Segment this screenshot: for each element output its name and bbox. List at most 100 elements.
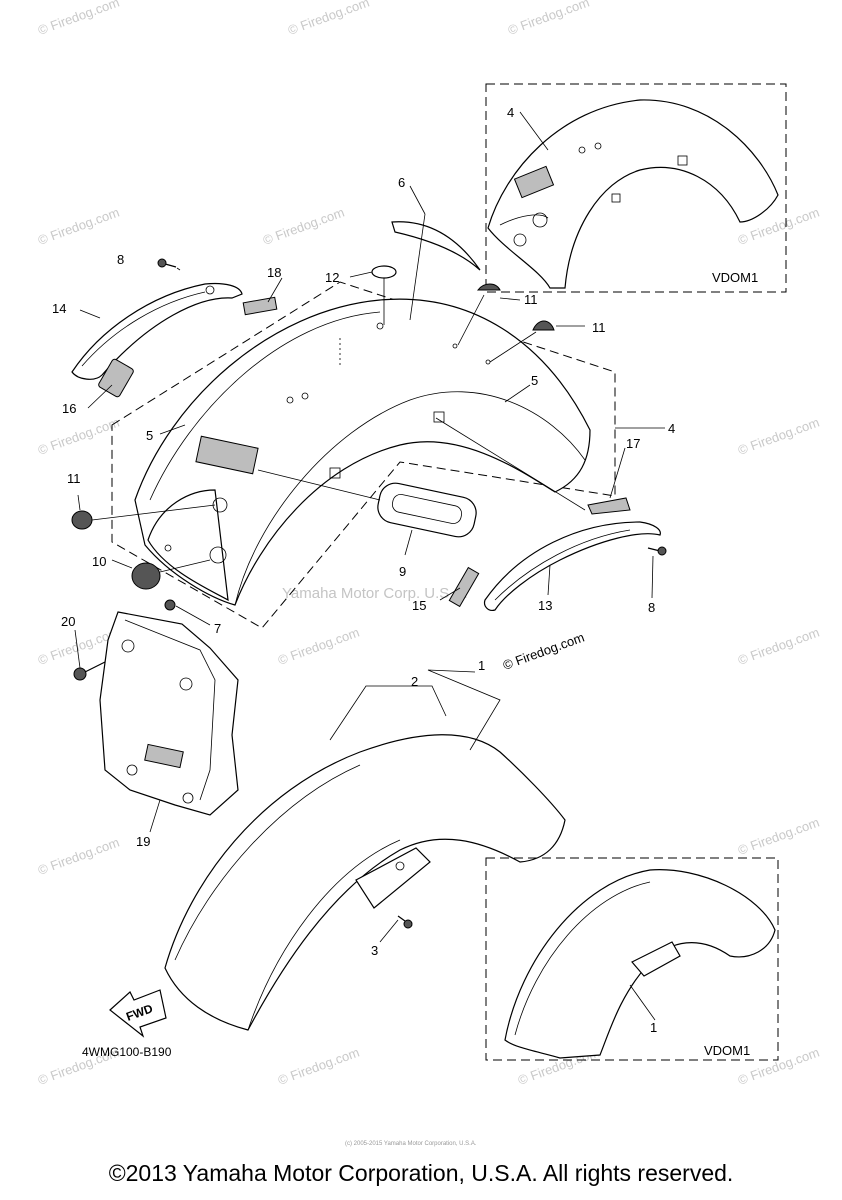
emblem-6: [391, 221, 481, 271]
callout-10: 10: [92, 554, 106, 569]
fwd-arrow: FWD: [109, 989, 167, 1038]
watermark: © Firedog.com: [36, 0, 121, 38]
bracket-hole: [395, 861, 405, 871]
side-rail-assembly: [71, 258, 278, 398]
rear-bracket-19: [99, 611, 239, 816]
callout-20: 20: [61, 614, 75, 629]
callout-leader: [79, 309, 101, 319]
fender-hole: [209, 546, 227, 564]
callout-18: 18: [267, 265, 281, 280]
callout-16: 16: [62, 401, 76, 416]
callout-leader: [159, 424, 186, 435]
rail-hole: [205, 285, 215, 295]
callout-19: 19: [136, 834, 150, 849]
watermark: © Firedog.com: [261, 204, 346, 247]
callout-leader: [87, 384, 113, 409]
watermark: © Firedog.com: [276, 624, 361, 667]
watermark: © Firedog.com: [736, 624, 821, 667]
callout-14: 14: [52, 301, 66, 316]
callout-leader: [176, 267, 181, 271]
copyright-footer: ©2013 Yamaha Motor Corporation, U.S.A. A…: [108, 1160, 734, 1186]
inset-box-front: [485, 857, 779, 1061]
callout-leader: [74, 629, 81, 669]
callout-4: 4: [507, 105, 514, 120]
callout-leader: [149, 799, 161, 833]
callout-5: 5: [146, 428, 153, 443]
callout-6: 6: [398, 175, 405, 190]
callout-8: 8: [117, 252, 124, 267]
fender-hole: [164, 544, 172, 552]
callout-2: 2: [411, 674, 418, 689]
watermark: © Firedog.com: [276, 1044, 361, 1087]
callout-13: 13: [538, 598, 552, 613]
rear-fender-group-box: [111, 281, 616, 629]
callout-12: 12: [325, 270, 339, 285]
strip-15: [448, 566, 480, 608]
bracket-slot: [144, 743, 184, 769]
fender-tab: [677, 155, 688, 166]
fender-tab: [611, 193, 621, 203]
fender-tab: [433, 411, 445, 423]
rear-fender-inset: 4 VDOM1: [485, 83, 787, 293]
variant-label: VDOM1: [712, 270, 758, 285]
rail-inner-line: [81, 291, 206, 367]
callout-8: 8: [648, 600, 655, 615]
bracket-edge-line: [124, 619, 216, 801]
callout-5: 5: [531, 373, 538, 388]
fender-tab: [329, 467, 341, 479]
fender-hole: [376, 322, 384, 330]
bolt-8-head: [657, 546, 667, 556]
bracket-hole: [121, 639, 135, 653]
fender-edge-line: [149, 311, 381, 501]
callout-leader: [159, 559, 211, 573]
callout-9: 9: [399, 564, 406, 579]
fender-inner-line: [247, 839, 401, 1031]
watermark: © Firedog.com: [736, 814, 821, 857]
callout-leader: [379, 919, 399, 943]
bolt-20: [73, 667, 87, 681]
bracket-hole: [179, 677, 193, 691]
callout-11: 11: [67, 471, 81, 486]
fine-print: (c) 2005-2015 Yamaha Motor Corporation, …: [345, 1141, 477, 1147]
callout-11: 11: [592, 320, 606, 335]
fender-bracket: [355, 847, 431, 909]
pad-17: [587, 497, 631, 515]
leader-lines: [74, 185, 656, 1021]
callout-bracket-2: [329, 685, 447, 741]
callout-leader: [91, 504, 216, 521]
callout-4: 4: [668, 421, 675, 436]
front-fender-main: [164, 669, 566, 1031]
callout-leader: [267, 277, 283, 303]
fender-cutout: [195, 435, 259, 475]
front-fender: [164, 734, 566, 1031]
rear-fender-variant: [487, 99, 779, 289]
fender-exploded-diagram: © Firedog.com © Firedog.com © Firedog.co…: [36, 0, 821, 1147]
fender-hole: [286, 396, 294, 404]
callout-leader: [609, 447, 626, 499]
callout-leader: [257, 469, 381, 501]
callout-leader: [457, 294, 485, 346]
fender-hole: [301, 392, 309, 400]
diagram-code: 4WMG100-B190: [82, 1045, 172, 1059]
grommet-11: [476, 283, 501, 291]
bolt-3-head: [403, 919, 413, 929]
inset-box-rear: [485, 83, 787, 293]
fender-hole: [532, 212, 548, 228]
fender-hole: [452, 343, 458, 349]
callout-leader: [175, 605, 211, 626]
fwd-arrow-shape: [109, 989, 167, 1038]
watermark: © Firedog.com: [36, 834, 121, 877]
grommet-11: [532, 320, 555, 331]
callout-1: 1: [478, 658, 485, 673]
watermark: © Firedog.com: [736, 414, 821, 457]
front-fender-inset: VDOM1: [485, 857, 779, 1061]
fender-hole: [513, 233, 527, 247]
cap-12: [371, 265, 397, 279]
emblem-9-outer: [377, 482, 477, 538]
callout-leader: [519, 111, 549, 151]
grommet-10: [131, 562, 161, 590]
fender-bracket: [631, 941, 681, 977]
callout-7: 7: [214, 621, 221, 636]
callout-leader: [499, 297, 521, 301]
